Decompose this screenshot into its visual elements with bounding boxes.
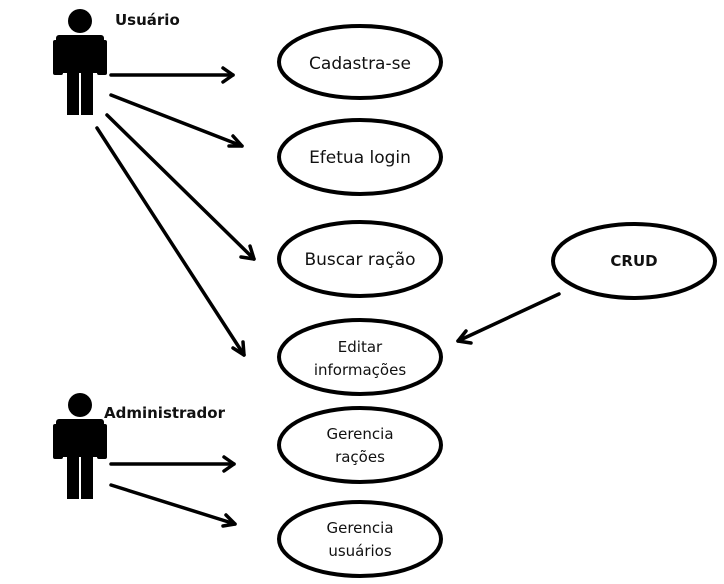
crud-node[interactable]: CRUD: [551, 222, 717, 300]
use-case-gerencia-usuarios[interactable]: Gerencia usuários: [277, 500, 443, 578]
use-case-label-line2: usuários: [328, 542, 392, 560]
use-case-label-line2: rações: [335, 448, 385, 466]
use-case-efetua-login[interactable]: Efetua login: [277, 118, 443, 196]
association-crud-editar: [456, 292, 561, 345]
actor-usuario: Usuário: [53, 9, 180, 115]
use-case-label-line1: Gerencia: [326, 519, 393, 537]
crud-label: CRUD: [610, 252, 657, 270]
use-case-label: Cadastra-se: [309, 54, 411, 74]
use-case-editar-informacoes[interactable]: Editar informações: [277, 318, 443, 396]
use-case-gerencia-racoes[interactable]: Gerencia rações: [277, 406, 443, 484]
use-case-label: Efetua login: [309, 148, 411, 168]
use-case-label-line1: Gerencia: [326, 425, 393, 443]
association-admin-gerencia-usuarios: [109, 483, 237, 528]
use-case-buscar-racao[interactable]: Buscar ração: [277, 220, 443, 298]
actor-administrador: Administrador: [53, 393, 226, 499]
use-case-cadastrase[interactable]: Cadastra-se: [277, 24, 443, 100]
person-icon: [53, 393, 107, 499]
association-usuario-login: [109, 93, 244, 148]
use-case-label-line1: Editar: [338, 338, 383, 356]
actor-label-administrador: Administrador: [104, 404, 226, 422]
association-usuario-editar: [95, 126, 246, 357]
use-case-label-line2: informações: [314, 361, 406, 379]
association-admin-gerencia-racoes: [109, 455, 236, 473]
use-case-label: Buscar ração: [304, 250, 415, 270]
person-icon: [53, 9, 107, 115]
association-usuario-buscar: [105, 113, 256, 261]
actor-label-usuario: Usuário: [115, 11, 180, 29]
association-usuario-cadastrase: [109, 66, 235, 84]
